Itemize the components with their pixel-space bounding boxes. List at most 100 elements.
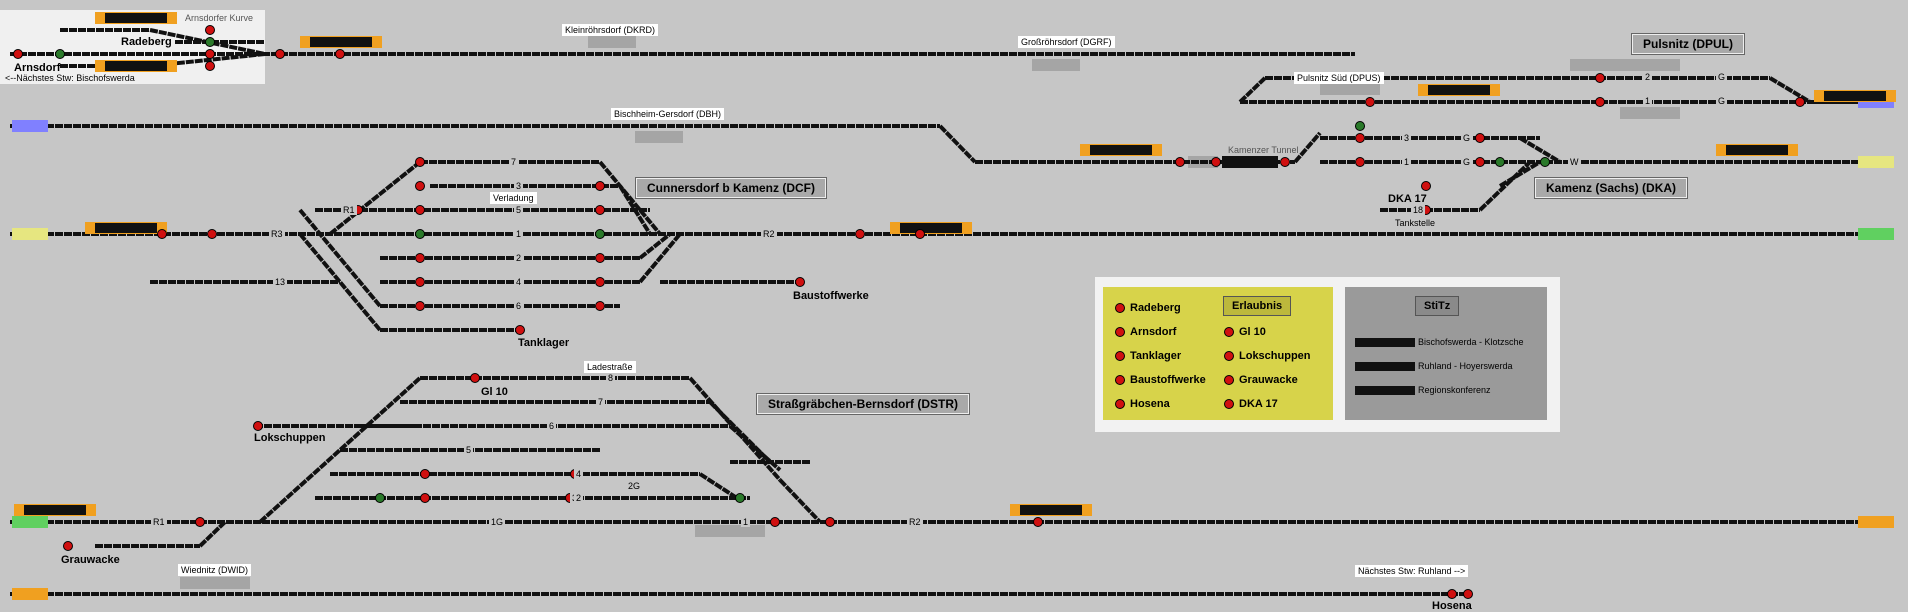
track-segment[interactable]: [198, 520, 227, 548]
next-stw-bischofswerda[interactable]: <--Nächstes Stw: Bischofswerda: [5, 73, 135, 83]
train-number-display: [1020, 505, 1082, 515]
signal[interactable]: [415, 181, 425, 191]
track-segment[interactable]: [1518, 136, 1562, 164]
signal-icon: [1224, 399, 1234, 409]
erlaubnis-radeberg[interactable]: Radeberg: [1115, 302, 1181, 314]
erlaubnis-arnsdorf[interactable]: Arnsdorf: [1115, 326, 1176, 338]
signal-clear[interactable]: [595, 229, 605, 239]
signal[interactable]: [1421, 181, 1431, 191]
signal-clear[interactable]: [1540, 157, 1550, 167]
erlaubnis-tanklager[interactable]: Tanklager: [1115, 350, 1181, 362]
signal[interactable]: [1280, 157, 1290, 167]
signal[interactable]: [415, 301, 425, 311]
signal[interactable]: [595, 253, 605, 263]
signal[interactable]: [470, 373, 480, 383]
signal-clear[interactable]: [55, 49, 65, 59]
erlaubnis-baustoffwerke[interactable]: Baustoffwerke: [1115, 374, 1206, 386]
signal[interactable]: [1175, 157, 1185, 167]
signal[interactable]: [1475, 157, 1485, 167]
signal[interactable]: [415, 277, 425, 287]
track-segment[interactable]: [1768, 76, 1812, 104]
signal-clear[interactable]: [205, 37, 215, 47]
track-segment[interactable]: [1478, 160, 1532, 212]
track-segment[interactable]: [638, 232, 672, 260]
signal[interactable]: [595, 205, 605, 215]
signal[interactable]: [415, 205, 425, 215]
signal[interactable]: [825, 517, 835, 527]
arnsdorf-label: Arnsdorf: [14, 62, 61, 74]
endpoint-strassgraebchen-east[interactable]: [1858, 516, 1894, 528]
endpoint-strassgraebchen-west[interactable]: [12, 516, 48, 528]
signal[interactable]: [795, 277, 805, 287]
track-segment[interactable]: [298, 232, 382, 332]
signal[interactable]: [63, 541, 73, 551]
track-segment[interactable]: [778, 478, 822, 524]
stitz-bischofswerda-klotzsche[interactable]: Bischofswerda - Klotzsche: [1355, 337, 1524, 347]
platform-pulsnitz-sued: [1320, 83, 1380, 95]
signal[interactable]: [595, 277, 605, 287]
erlaubnis-hosena[interactable]: Hosena: [1115, 398, 1170, 410]
track-segment[interactable]: [1498, 160, 1542, 188]
endpoint-kamenz-east[interactable]: [1858, 156, 1894, 168]
signal-clear[interactable]: [735, 493, 745, 503]
signal[interactable]: [770, 517, 780, 527]
signal[interactable]: [1595, 73, 1605, 83]
signal[interactable]: [1447, 589, 1457, 599]
erlaubnis-lokschuppen[interactable]: Lokschuppen: [1224, 350, 1311, 362]
signal[interactable]: [1475, 133, 1485, 143]
signal[interactable]: [1365, 97, 1375, 107]
endpoint-bischofswerda[interactable]: [12, 120, 48, 132]
signal[interactable]: [855, 229, 865, 239]
signal-clear[interactable]: [415, 229, 425, 239]
signal-clear[interactable]: [375, 493, 385, 503]
track-segment[interactable]: [298, 208, 382, 308]
signal[interactable]: [205, 25, 215, 35]
signal[interactable]: [1355, 133, 1365, 143]
signal[interactable]: [415, 253, 425, 263]
signal[interactable]: [205, 61, 215, 71]
signal[interactable]: [420, 469, 430, 479]
signal[interactable]: [157, 229, 167, 239]
track-segment[interactable]: [328, 160, 422, 236]
signal[interactable]: [1355, 157, 1365, 167]
erlaubnis-grauwacke[interactable]: Grauwacke: [1224, 374, 1298, 386]
signal[interactable]: [253, 421, 263, 431]
track-segment[interactable]: [938, 124, 977, 164]
track-segment[interactable]: [638, 232, 682, 284]
signal[interactable]: [1033, 517, 1043, 527]
signal[interactable]: [420, 493, 430, 503]
signal[interactable]: [1595, 97, 1605, 107]
strassgraebchen-station: Straßgräbchen-Bernsdorf (DSTR): [755, 393, 971, 415]
signal[interactable]: [207, 229, 217, 239]
stitz-regionskonferenz[interactable]: Regionskonferenz: [1355, 385, 1491, 395]
baustoffwerke-label: Baustoffwerke: [793, 290, 869, 302]
signal[interactable]: [515, 325, 525, 335]
signal[interactable]: [915, 229, 925, 239]
erlaubnis-gl10[interactable]: Gl 10: [1224, 326, 1266, 338]
endpoint-hosena-west[interactable]: [12, 588, 48, 600]
signal-clear[interactable]: [1355, 121, 1365, 131]
track-segment[interactable]: [598, 160, 662, 236]
signal[interactable]: [1463, 589, 1473, 599]
signal[interactable]: [13, 49, 23, 59]
signal[interactable]: [275, 49, 285, 59]
signal[interactable]: [205, 49, 215, 59]
signal[interactable]: [595, 301, 605, 311]
signal[interactable]: [1795, 97, 1805, 107]
stitz-ruhland-hoyerswerda[interactable]: Ruhland - Hoyerswerda: [1355, 361, 1513, 371]
signal[interactable]: [335, 49, 345, 59]
signal-clear[interactable]: [1495, 157, 1505, 167]
track-segment[interactable]: [698, 472, 742, 502]
endpoint-cunnersdorf-west[interactable]: [12, 228, 48, 240]
track-segment[interactable]: [1293, 131, 1322, 164]
next-stw-ruhland[interactable]: Nächstes Stw: Ruhland -->: [1355, 565, 1469, 577]
track-segment[interactable]: [1238, 76, 1267, 104]
track-segment[interactable]: [618, 184, 652, 236]
endpoint-cunnersdorf-east[interactable]: [1858, 228, 1894, 240]
signal[interactable]: [595, 181, 605, 191]
signal[interactable]: [195, 517, 205, 527]
signal-icon: [1115, 399, 1125, 409]
erlaubnis-dka17[interactable]: DKA 17: [1224, 398, 1278, 410]
signal[interactable]: [415, 157, 425, 167]
signal[interactable]: [1211, 157, 1221, 167]
